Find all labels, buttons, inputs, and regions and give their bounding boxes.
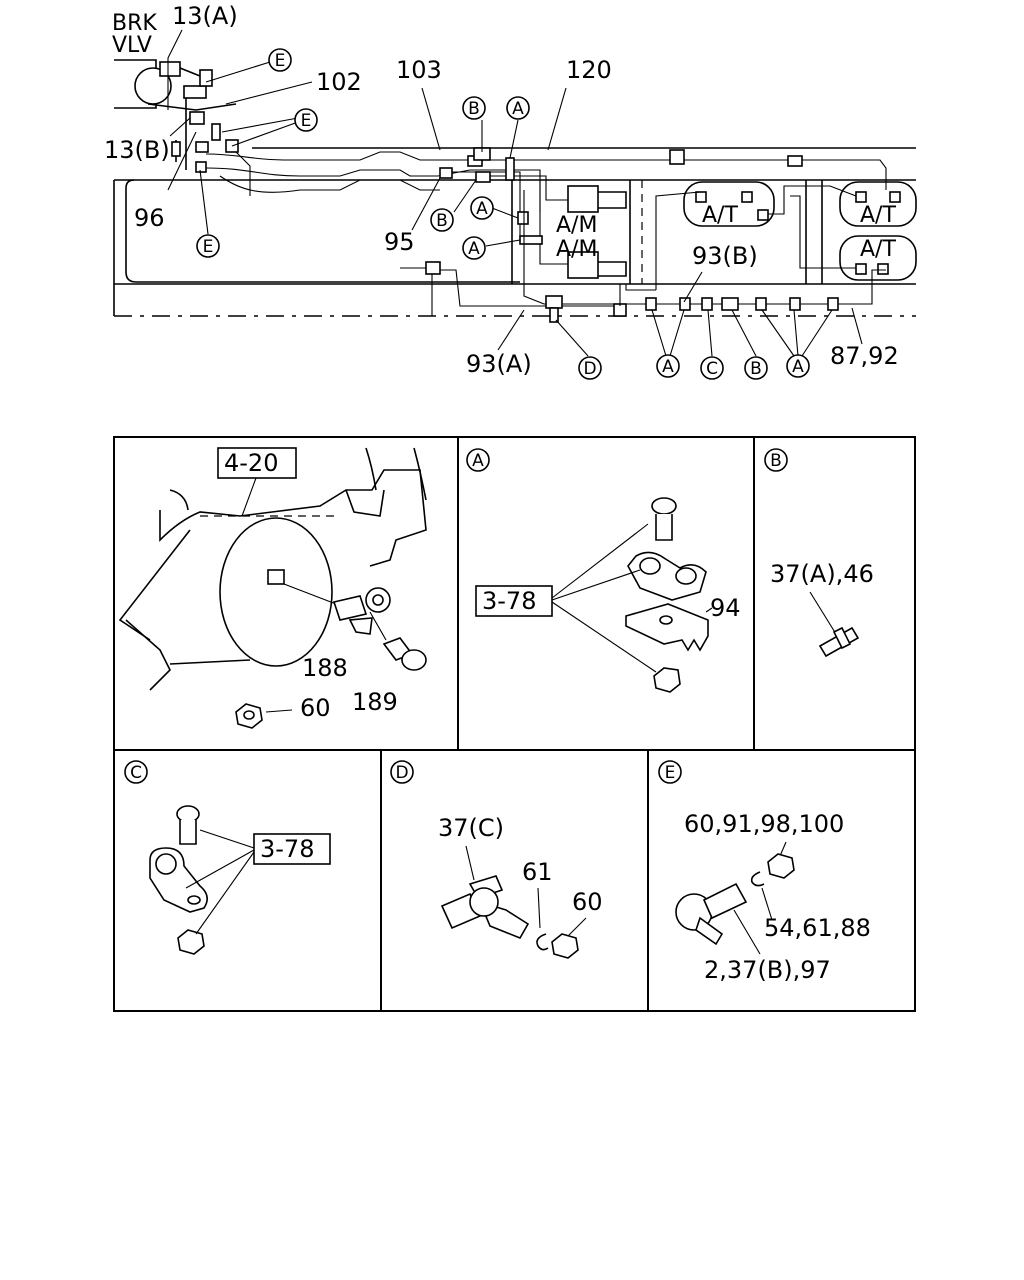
panel-c-tag: C [130,763,142,783]
label-189: 189 [352,688,398,716]
label-102: 102 [316,68,362,96]
tee-fitting-37c [440,875,530,940]
bracket-94 [625,603,709,652]
ref-3-78-a: 3-78 [482,587,536,615]
label-60-d: 60 [572,888,603,916]
label-96: 96 [134,204,165,232]
detail-grid [113,436,916,1012]
panel-d-tag: D [395,763,408,783]
label-e-top: 60,91,98,100 [684,810,844,838]
marker-b-1: B [462,96,486,120]
marker-a-3: A [462,236,486,260]
label-am-upper: A/M [556,213,597,238]
marker-a-4: A [656,354,680,378]
bolt-c [176,805,200,845]
label-e-mid: 54,61,88 [764,914,871,942]
label-103: 103 [396,56,442,84]
marker-a-4-text: A [662,357,674,377]
marker-b-3: B [744,356,768,380]
label-37c: 37(C) [438,814,504,842]
nut-d [551,933,579,959]
panel-e: E 60,91,98,100 54,61,88 2,37(B),97 [658,760,871,984]
marker-a-1: A [506,96,530,120]
clamp-c [149,847,208,913]
marker-c-1-text: C [706,359,718,379]
label-13b: 13(B) [104,136,170,164]
am-unit-lower [567,251,627,279]
marker-b-2-text: B [436,211,448,231]
fitting-188 [332,587,391,635]
brake-line-assembly: BRK VLV 13(A) 102 103 120 13(B) 96 95 93… [104,2,917,380]
nut-a [653,667,681,693]
marker-e-1: E [268,48,292,72]
tee-fitting-37b [675,882,748,946]
label-at-1: A/T [702,203,738,228]
marker-e-3-text: E [203,237,214,257]
am-unit-upper [567,185,627,213]
label-37a-46: 37(A),46 [770,560,874,588]
marker-a-2: A [470,196,494,220]
nut-60 [235,703,263,729]
panel-a-tag: A [472,451,484,471]
label-e-bot: 2,37(B),97 [704,956,831,984]
marker-a-3-text: A [468,239,480,259]
label-at-2: A/T [860,203,896,228]
ref-3-78-c: 3-78 [260,835,314,863]
label-93b: 93(B) [692,242,758,270]
marker-d-1-text: D [583,359,596,379]
nut-c [177,929,205,955]
label-am-lower: A/M [556,237,597,262]
marker-b-2: B [430,208,454,232]
panel-a: A 3-78 94 [466,448,741,693]
marker-e-2: E [294,108,318,132]
marker-c-1: C [700,356,724,380]
marker-a-1-text: A [512,99,524,119]
marker-e-3: E [196,234,220,258]
marker-b-3-text: B [750,359,762,379]
marker-b-1-text: B [468,99,480,119]
panel-e-tag: E [665,763,676,783]
panel-b-tag: B [770,451,782,471]
marker-e-1-text: E [275,51,286,71]
panel-c: C 3-78 [124,760,331,955]
label-188: 188 [302,654,348,682]
marker-e-2-text: E [301,111,312,131]
clamp-a [627,551,707,601]
label-94: 94 [710,594,741,622]
label-brk: BRK [112,11,157,36]
bolt-a [651,497,677,541]
nut-e [767,853,795,879]
label-vlv: VLV [112,33,152,58]
marker-d-1: D [578,356,602,380]
panel-b: B 37(A),46 [764,448,874,658]
marker-a-2-text: A [476,199,488,219]
label-60-axle: 60 [300,694,331,722]
label-61-d: 61 [522,858,553,886]
panel-axle: 4-20 188 18 [118,447,427,729]
label-13a: 13(A) [172,2,238,30]
label-120: 120 [566,56,612,84]
fitting-37a [818,626,860,658]
bolt-189 [382,637,427,671]
label-87-92: 87,92 [830,342,899,370]
label-93a: 93(A) [466,350,532,378]
marker-a-5: A [786,354,810,378]
panel-d: D 37(C) 61 60 [390,760,603,959]
brake-valve [114,59,239,173]
marker-a-5-text: A [792,357,804,377]
label-at-3: A/T [860,237,896,262]
ref-4-20: 4-20 [224,449,278,477]
label-95: 95 [384,228,415,256]
